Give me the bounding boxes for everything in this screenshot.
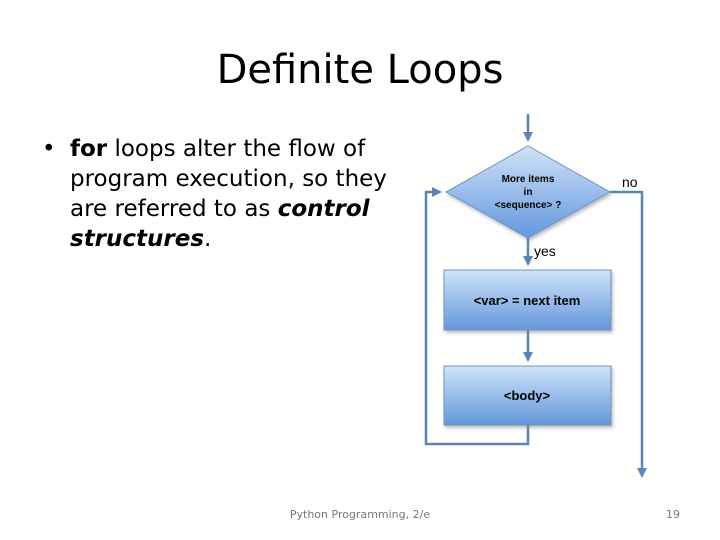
body-box [443, 365, 612, 426]
page-number: 19 [666, 508, 680, 521]
assign-box-label: <var> = next item [474, 293, 581, 308]
yes-label: yes [534, 243, 556, 259]
bullet-emphasis: control structures [70, 196, 370, 252]
bullet-text: for loops alter the flow of program exec… [70, 134, 392, 254]
bullet-list: • for loops alter the flow of program ex… [42, 134, 392, 254]
decision-label-line-3: <sequence> ? [495, 200, 562, 211]
bullet-text-part-1: loops alter the flow of program executio… [70, 136, 387, 222]
body-box-label: <body> [504, 388, 551, 403]
bullet-keyword: for [70, 136, 108, 162]
decision-label-line-1: More items [502, 174, 555, 185]
loop-back-arrow [424, 187, 530, 446]
decision-label-line-2: in [524, 187, 533, 198]
assign-box [443, 269, 612, 331]
no-path-arrow [610, 190, 647, 478]
footer-text: Python Programming, 2/e [289, 508, 431, 521]
bullet-text-part-2: . [204, 226, 212, 252]
slide-title: Definite Loops [216, 47, 504, 93]
bullet-marker: • [42, 136, 56, 162]
no-label: no [622, 174, 638, 190]
